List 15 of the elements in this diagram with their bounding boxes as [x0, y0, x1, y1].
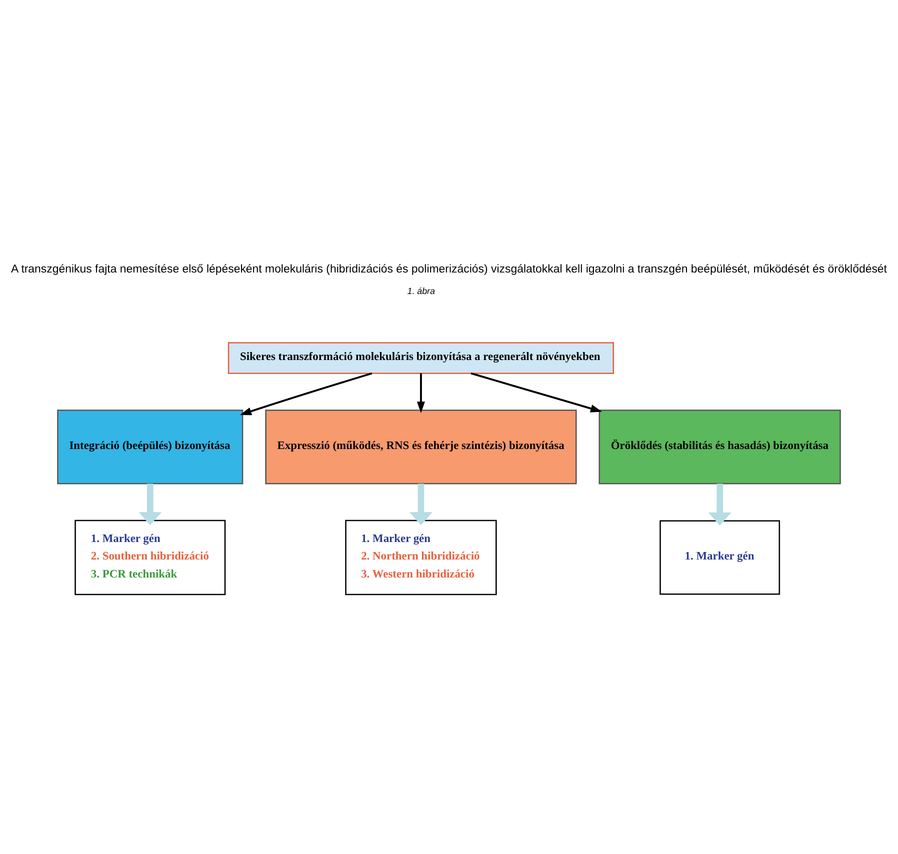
node-box: Expresszió (működés, RNS és fehérje szintézis) bizonyítása	[265, 409, 577, 484]
arrow	[416, 372, 425, 413]
arrow	[470, 372, 602, 412]
node-box: Sikeres transzformáció molekuláris bizonyítása a regenerált növényekben	[228, 342, 614, 374]
label: 1. ábra	[407, 285, 435, 296]
arrow	[240, 372, 372, 415]
node-box: 1. Marker gén 2. Southern hibridizáció 3. PCR technikák	[74, 519, 226, 595]
node-box: Öröklődés (stabilitás és hasadás) bizonyítása	[598, 409, 841, 484]
arrow	[708, 483, 732, 526]
node-box: 1. Marker gén 2. Northern hibridizáció 3. Western hibridizáció	[345, 519, 497, 595]
diagram-title: A transzgénikus fajta nemesítése első lépéseként molekuláris (hibridizációs és polimerizációs) vizsgálatokkal kell igazolni a transzgén beépülését, működését és öröklődését	[11, 262, 887, 275]
arrow	[138, 483, 162, 525]
node-box: Integráció (beépülés) bizonyítása	[57, 409, 244, 484]
node-box: 1. Marker gén	[660, 520, 780, 594]
arrow	[409, 483, 432, 525]
